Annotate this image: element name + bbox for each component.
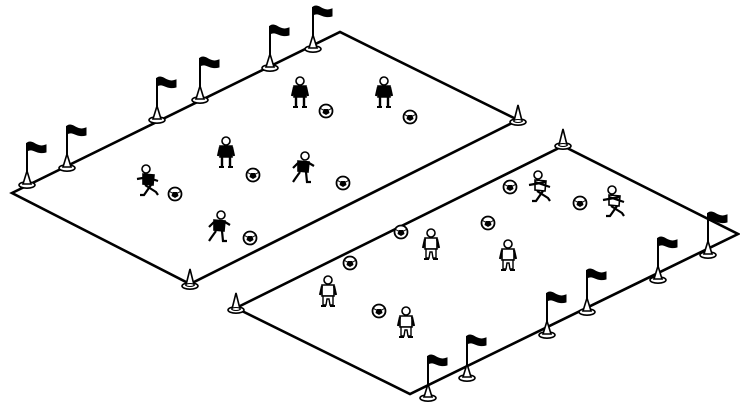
soccer-ball-icon (404, 111, 417, 124)
soccer-ball-icon (247, 169, 260, 182)
cone-icon (555, 129, 571, 149)
cone-icon (228, 293, 244, 313)
cone-icon (510, 105, 526, 125)
soccer-ball-icon (244, 232, 257, 245)
soccer-ball-icon (395, 226, 408, 239)
soccer-ball-icon (337, 177, 350, 190)
soccer-ball-icon (169, 188, 182, 201)
soccer-ball-icon (344, 257, 357, 270)
soccer-ball-icon (373, 305, 386, 318)
soccer-ball-icon (504, 181, 517, 194)
soccer-ball-icon (574, 197, 587, 210)
soccer-ball-icon (482, 217, 495, 230)
soccer-ball-icon (320, 105, 333, 118)
